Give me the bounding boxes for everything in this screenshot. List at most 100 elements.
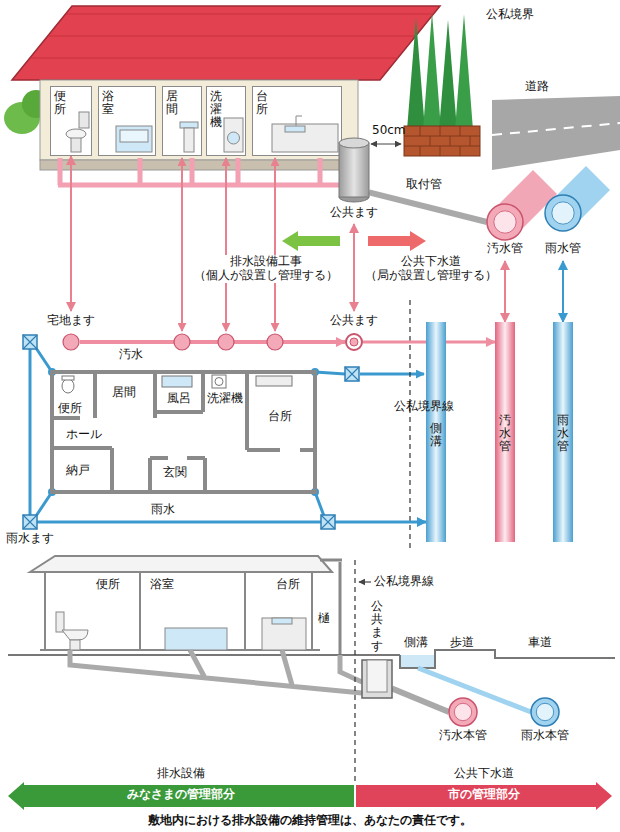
room-label: 風呂	[167, 392, 191, 406]
section-fixture	[165, 628, 227, 650]
pipe-end	[531, 698, 559, 726]
rain-basin-symbol	[23, 515, 37, 529]
rain-line	[30, 348, 345, 516]
rain-arrow	[360, 373, 424, 376]
node-label: 公共ます	[330, 314, 378, 328]
node-label: 洗濯機	[210, 90, 222, 130]
caption: 敷地内における排水設備の維持管理は、あなたの責任です。	[0, 814, 620, 828]
section-label: 排水設備工事 （個人が設置し管理する）	[192, 255, 340, 283]
node-label: 汚水管	[499, 414, 511, 454]
pipe-band	[553, 322, 573, 542]
trees	[455, 14, 473, 130]
room-box: 台所	[252, 86, 342, 156]
room-label: 居間	[112, 386, 136, 400]
section-label: 公共下水道 （局が設置し管理する）	[362, 255, 500, 283]
management-band	[356, 782, 612, 810]
house-wall	[40, 80, 358, 160]
foundation	[40, 160, 358, 170]
link-arrow	[274, 158, 276, 331]
connector	[392, 689, 449, 713]
pipe-end	[449, 698, 477, 726]
sewage-main: 汚水本管	[437, 698, 489, 746]
boundary-label: 公私境界	[486, 8, 498, 22]
room-label: 台所	[268, 410, 292, 424]
rain-basin-symbol	[345, 367, 359, 381]
plan-fixture	[162, 376, 192, 387]
section-fixture	[262, 618, 306, 650]
house-basin: 宅地ます	[45, 311, 97, 352]
node-label: 汚水本管	[439, 729, 487, 743]
node-label: 公共ます	[330, 206, 378, 220]
room-interior	[252, 86, 342, 156]
rain-basin-symbol	[23, 515, 37, 529]
brick-wall	[404, 126, 480, 156]
boundary-label: 公私境界線	[394, 400, 406, 414]
room-interior	[98, 86, 156, 156]
section-house	[30, 556, 332, 572]
connector	[353, 224, 355, 311]
section-fixture	[56, 612, 64, 632]
boundary-line	[354, 560, 355, 782]
underground-pipe	[70, 650, 362, 693]
connector	[80, 340, 345, 344]
node-label: 汚水管	[487, 242, 523, 256]
rain-basin-symbol	[321, 515, 335, 529]
responsibility-arrow	[282, 231, 340, 251]
storm-pipe: 雨水管	[538, 194, 588, 261]
basin-top	[339, 138, 369, 148]
fixture	[66, 112, 338, 152]
node-label: 雨水本管	[521, 729, 569, 743]
section-house	[40, 572, 320, 650]
floor-plan	[52, 372, 315, 492]
rain-gutter	[339, 562, 342, 655]
link-arrow	[182, 158, 275, 331]
node-label: 公共下水道	[454, 767, 514, 781]
part-label: 歩道	[450, 636, 474, 650]
dimension-line	[371, 144, 401, 145]
fixture	[184, 128, 194, 152]
rain-arrow	[360, 374, 424, 375]
basin-section	[367, 660, 387, 692]
plan-fixture	[212, 375, 226, 388]
rain-gutter	[320, 559, 342, 562]
room-label: ホール	[66, 428, 102, 442]
road-label: 道路	[525, 80, 549, 94]
responsibility-arrow	[368, 231, 426, 251]
rain-basin-symbol	[23, 335, 37, 349]
basin-symbol	[350, 338, 358, 346]
room-interior	[50, 86, 342, 156]
node-label: 宅地ます	[47, 314, 95, 328]
connector	[37, 521, 426, 524]
node-body: みなさまの管理部分	[127, 788, 235, 802]
room-box: 浴室	[98, 86, 156, 156]
fixture	[228, 132, 240, 144]
fixture	[180, 122, 198, 128]
plan-fixture	[256, 376, 292, 386]
plan-fixture	[62, 379, 74, 393]
room-interior	[162, 86, 202, 156]
rain-basin-symbol	[23, 335, 37, 349]
link-arrow	[181, 158, 183, 331]
pipe-bore	[494, 211, 516, 233]
connector-label: 雨水	[150, 503, 176, 517]
room-interior	[206, 86, 246, 156]
pipe-band	[495, 322, 515, 542]
node-body: 市の管理部分	[448, 788, 520, 802]
house-basin-symbol	[174, 334, 283, 350]
node-label: 雨水ます	[6, 532, 54, 546]
storm-pipe: 雨水管	[553, 322, 573, 542]
node-label: 雨水管	[545, 242, 581, 256]
management-band	[8, 782, 354, 810]
trees	[407, 18, 425, 130]
section-house	[30, 556, 332, 650]
room-label: 浴室	[150, 578, 162, 592]
connector-label: 取付管	[405, 178, 443, 192]
room-interior	[50, 86, 92, 156]
connector	[562, 261, 564, 322]
road	[492, 123, 620, 135]
plan-fixture	[215, 378, 223, 386]
room-label: 納戸	[66, 464, 90, 478]
